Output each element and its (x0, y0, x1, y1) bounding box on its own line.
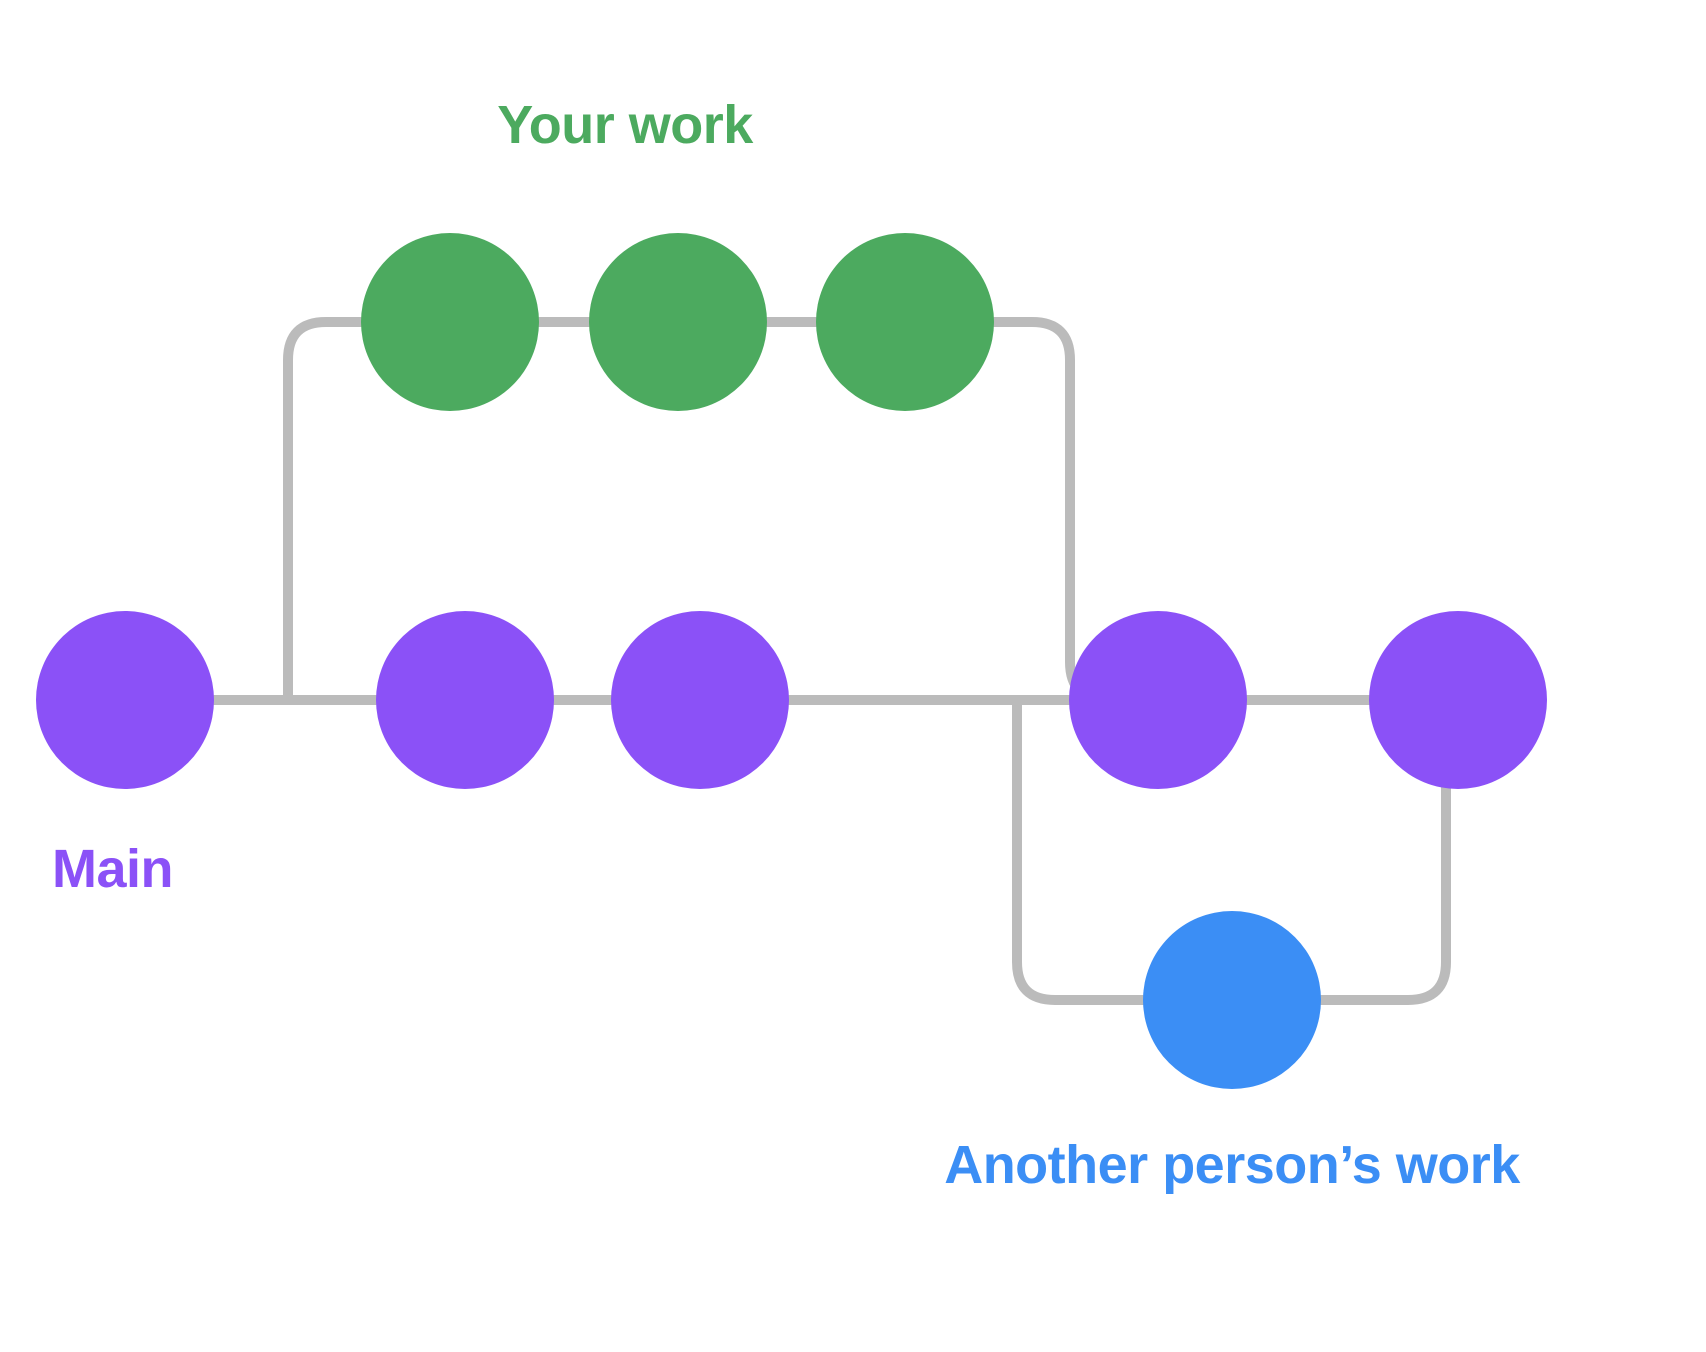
main-commit-2[interactable] (376, 611, 554, 789)
branch-label-main: Main (52, 839, 174, 899)
main-commit-4[interactable] (1069, 611, 1247, 789)
main-commit-1[interactable] (36, 611, 214, 789)
your-work-commit-2[interactable] (589, 233, 767, 411)
another-person-commits (1143, 911, 1321, 1089)
connector-branch-out-another-person (1012, 695, 1148, 1005)
connector-branch-out-your-work (283, 317, 366, 705)
your-work-commit-1[interactable] (361, 233, 539, 411)
branch-label-another-person-work: Another person’s work (944, 1135, 1520, 1195)
main-commit-5[interactable] (1369, 611, 1547, 789)
main-commit-3[interactable] (611, 611, 789, 789)
your-work-commits (361, 233, 994, 411)
your-work-commit-3[interactable] (816, 233, 994, 411)
main-commits (36, 611, 1547, 789)
branch-label-your-work: Your work (497, 95, 753, 155)
another-person-commit-1[interactable] (1143, 911, 1321, 1089)
